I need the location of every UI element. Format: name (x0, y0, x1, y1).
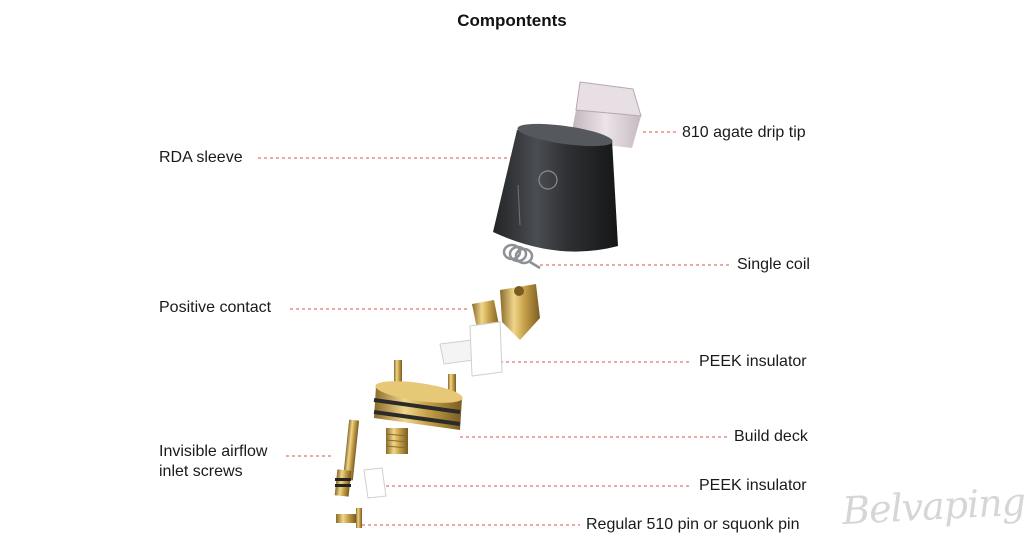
diagram-title: Compontents (457, 11, 567, 30)
label-airflow-line2: inlet screws (159, 463, 243, 480)
single-coil-part (502, 243, 541, 270)
airflow-screw-part (334, 419, 360, 497)
pin-part (336, 508, 362, 528)
rda-sleeve-part (493, 123, 618, 252)
label-build-deck: Build deck (734, 428, 808, 445)
label-peek-insulator-top: PEEK insulator (699, 353, 807, 370)
label-pin: Regular 510 pin or squonk pin (586, 516, 800, 533)
peek-insulator-bottom-part (363, 467, 387, 499)
label-peek-insulator-bottom: PEEK insulator (699, 477, 807, 494)
label-single-coil: Single coil (737, 256, 810, 273)
label-positive-contact: Positive contact (159, 299, 272, 316)
build-deck-part (373, 360, 463, 454)
leader-lines (258, 131, 730, 526)
label-drip-tip: 810 agate drip tip (682, 124, 806, 141)
label-airflow-line1: Invisible airflow (159, 443, 268, 460)
peek-insulator-top-part (439, 321, 503, 377)
label-rda-sleeve: RDA sleeve (159, 149, 243, 166)
